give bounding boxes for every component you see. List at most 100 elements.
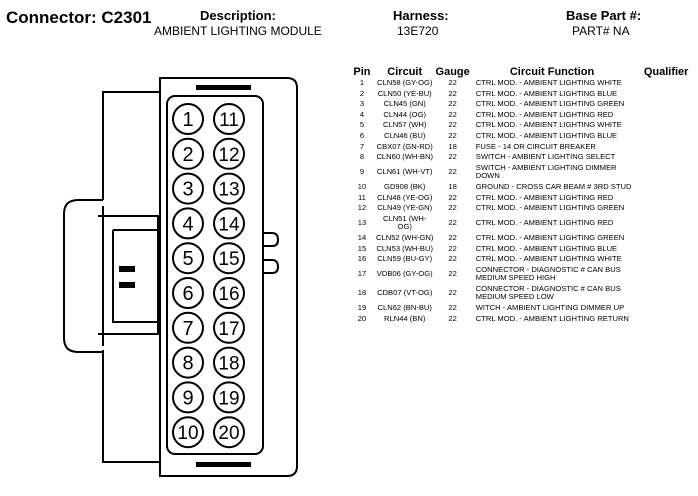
cavity-5: 5 xyxy=(172,242,204,275)
pin-qualifier-cell xyxy=(634,89,698,100)
pin-table-header-row: Pin Circuit Gauge Circuit Function Quali… xyxy=(350,62,698,78)
harness-label: Harness: xyxy=(393,8,449,23)
cavity-19: 19 xyxy=(213,381,245,414)
pin-qualifier-cell xyxy=(634,244,698,255)
cavity-circle xyxy=(213,207,245,240)
header-circuit-function: Circuit Function xyxy=(509,66,595,78)
connector-label: Connector: xyxy=(6,8,97,27)
pin-qualifier-cell xyxy=(634,314,698,325)
pin-gauge-cell: 22 xyxy=(448,232,457,242)
pin-circuit-cell: GD908 (BK) xyxy=(384,181,426,191)
pin-circuit-cell: CLN51 (WH-OG) xyxy=(382,213,427,232)
pin-circuit-cell: CLN52 (WH-GN) xyxy=(376,232,434,242)
pin-circuit-cell: CLN53 (WH-BU) xyxy=(376,243,433,253)
pin-circuit-cell: CLN48 (YE-OG) xyxy=(377,192,433,202)
pin-function-cell: CTRL MOD. - AMBIENT LIGHTING RED xyxy=(475,192,614,202)
pin-qualifier-cell xyxy=(634,193,698,204)
header-qualifier: Qualifier xyxy=(643,66,689,78)
connector-id: C2301 xyxy=(101,8,152,27)
cavity-number: 15 xyxy=(218,249,239,270)
pin-gauge-cell: 22 xyxy=(448,88,457,98)
connector-latch-arm xyxy=(112,229,158,323)
cavity-circle xyxy=(213,137,245,170)
pin-function-cell: CTRL MOD. - AMBIENT LIGHTING RED xyxy=(475,109,614,119)
cavity-7: 7 xyxy=(172,311,204,344)
pin-circuit-cell: CLN61 (WH-VT) xyxy=(376,167,433,177)
pin-gauge-cell: 22 xyxy=(448,313,457,323)
cavity-6: 6 xyxy=(172,277,204,309)
cavity-circle xyxy=(213,346,245,379)
pin-circuit-cell: CLN50 (YE-BU) xyxy=(377,88,432,98)
cavity-number: 2 xyxy=(182,144,193,166)
description-value: AMBIENT LIGHTING MODULE xyxy=(154,24,322,38)
cavity-number: 9 xyxy=(182,387,193,409)
cavity-8: 8 xyxy=(172,346,204,379)
pin-pin-cell: 5 xyxy=(359,120,365,130)
pin-gauge-cell: 18 xyxy=(448,141,457,151)
pin-pin-cell: 17 xyxy=(357,268,367,278)
cavity-9: 9 xyxy=(172,381,204,414)
cavity-number: 10 xyxy=(177,423,198,444)
pin-function-cell: CTRL MOD. - AMBIENT LIGHTING WHITE xyxy=(475,78,622,87)
connector-title: Connector: C2301 xyxy=(6,8,152,28)
pin-circuit-cell: CLN58 (GY-OG) xyxy=(377,78,433,87)
cavity-2: 2 xyxy=(172,137,204,170)
pin-qualifier-cell xyxy=(634,120,698,131)
pin-pin-cell: 8 xyxy=(359,152,365,162)
cavity-18: 18 xyxy=(213,346,245,379)
pin-gauge-cell: 22 xyxy=(448,268,457,278)
pin-circuit-cell: CLN46 (BU) xyxy=(384,130,426,140)
pin-pin-cell: 18 xyxy=(357,288,367,298)
cavity-10: 10 xyxy=(172,416,204,449)
cavity-circle xyxy=(172,137,204,170)
pin-pin-cell: 10 xyxy=(357,181,367,191)
pin-function-cell: CONNECTOR - DIAGNOSTIC # CAN BUS MEDIUM … xyxy=(475,283,621,302)
pin-gauge-cell: 22 xyxy=(448,109,457,119)
table-row: 18 CDB07 (VT-OG) 22 CONNECTOR - DIAGNOSTIC … xyxy=(350,284,698,303)
key-bar-bottom xyxy=(196,462,251,467)
pin-gauge-cell: 22 xyxy=(448,120,457,130)
connector-latch xyxy=(63,199,103,353)
pin-qualifier-cell xyxy=(634,142,698,153)
pin-gauge-cell: 22 xyxy=(448,288,457,298)
pin-gauge-cell: 22 xyxy=(448,130,457,140)
harness-value: 13E720 xyxy=(397,24,439,38)
pin-qualifier-cell xyxy=(634,303,698,314)
pin-function-cell: CTRL MOD. - AMBIENT LIGHTING GREEN xyxy=(475,203,625,213)
pin-pin-cell: 12 xyxy=(357,203,367,213)
pin-qualifier-cell xyxy=(634,182,698,193)
cavity-number: 5 xyxy=(182,248,193,270)
pin-function-cell: CTRL MOD. - AMBIENT LIGHTING BLUE xyxy=(475,88,618,98)
pin-circuit-cell: CDB07 (VT-OG) xyxy=(377,288,433,298)
connector-side-shroud xyxy=(102,91,160,463)
cavity-number: 3 xyxy=(182,179,193,201)
pin-pin-cell: 11 xyxy=(358,192,366,202)
pin-circuit-cell: VDB06 (GY-OG) xyxy=(376,268,433,278)
cavity-circle xyxy=(172,103,204,135)
cavity-circle xyxy=(172,242,204,275)
pin-qualifier-cell xyxy=(634,233,698,244)
pin-gauge-cell: 18 xyxy=(448,181,457,191)
pin-qualifier-cell xyxy=(634,78,698,89)
pin-gauge-cell: 22 xyxy=(448,243,457,253)
cavity-number: 11 xyxy=(219,110,239,131)
cavity-number: 7 xyxy=(182,318,193,340)
cavity-circle xyxy=(213,242,245,275)
pin-gauge-cell: 22 xyxy=(448,218,457,228)
pin-circuit-cell: CBX07 (GN-RD) xyxy=(376,141,433,151)
cavity-circle xyxy=(172,277,204,309)
header-gauge: Gauge xyxy=(435,66,470,78)
connector-latch-inner xyxy=(98,206,159,346)
